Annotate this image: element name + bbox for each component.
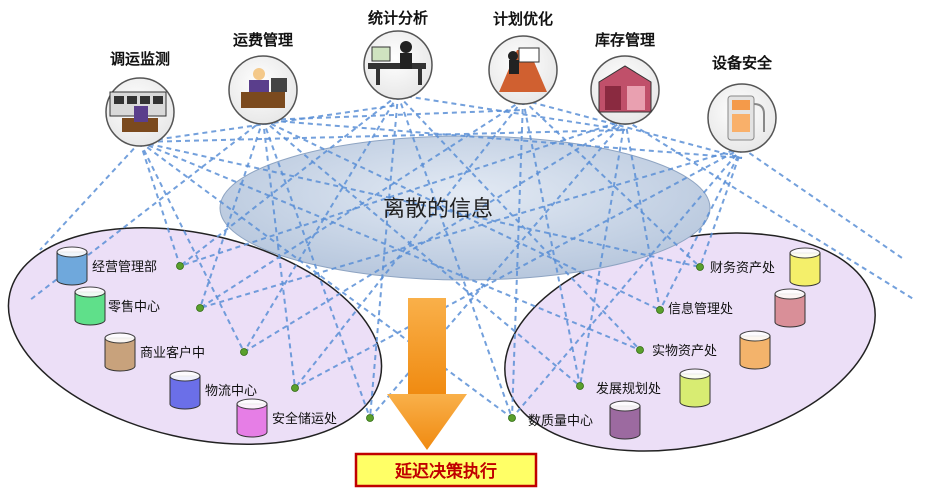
connection-line [397, 94, 641, 351]
planner-drawing-icon [499, 47, 547, 92]
database-cylinder-icon [679, 368, 711, 408]
system-plan: 计划优化 [488, 10, 558, 105]
system-label: 运费管理 [233, 31, 293, 49]
down-arrow [387, 298, 467, 450]
database-item: 数质量中心 [508, 400, 641, 440]
database-cylinder-icon [739, 330, 771, 370]
connection-line [397, 94, 626, 131]
database-cylinder-icon [56, 246, 88, 286]
system-label: 调运监测 [110, 50, 170, 68]
database-item: 安全储运处 [236, 398, 374, 438]
connection-line [262, 119, 581, 387]
system-stats: 统计分析 [363, 9, 433, 100]
database-item: 商业客户中 [104, 332, 248, 372]
connection-line [262, 109, 524, 121]
database-label: 零售中心 [108, 299, 160, 315]
database-item: 发展规划处 [576, 368, 711, 408]
system-label: 计划优化 [493, 10, 553, 28]
connection-line [199, 99, 524, 309]
connection-lines [29, 94, 916, 419]
database-item: 财务资产处 [696, 247, 821, 287]
connector-node [656, 306, 664, 314]
action-label: 延迟决策执行 [394, 461, 497, 482]
center-label: 离散的信息 [383, 197, 493, 222]
connection-line [139, 141, 641, 351]
connector-node [176, 262, 184, 270]
connection-line [294, 147, 743, 389]
connector-node [508, 414, 516, 422]
connection-line [139, 141, 701, 268]
connector-node [366, 414, 374, 422]
connector-node [240, 348, 248, 356]
connection-line [262, 119, 743, 159]
system-equipment: 设备安全 [707, 54, 777, 153]
database-label: 经营管理部 [92, 260, 157, 275]
connection-line [624, 119, 916, 301]
database-item: 物流中心 [169, 370, 299, 410]
system-inventory: 库存管理 [590, 31, 660, 125]
database-cylinder-icon [169, 370, 201, 410]
warehouse-shelves-icon [598, 65, 652, 113]
database-label: 信息管理处 [668, 301, 733, 317]
connector-node [576, 382, 584, 390]
connection-line [294, 99, 524, 389]
database-label: 物流中心 [205, 384, 257, 399]
connection-line [139, 141, 181, 267]
database-label: 发展规划处 [596, 381, 661, 397]
connection-line [243, 119, 626, 353]
connection-line [659, 147, 743, 311]
database-label: 商业客户中 [140, 345, 205, 361]
connector-node [696, 263, 704, 271]
database-label: 数质量中心 [528, 414, 593, 429]
connection-line [741, 147, 906, 261]
connector-node [291, 384, 299, 392]
connection-line [511, 99, 524, 419]
database-item: 经营管理部 [56, 246, 184, 286]
connection-line [199, 147, 743, 309]
system-label: 统计分析 [368, 9, 428, 27]
connection-line [262, 119, 661, 311]
system-transport: 运费管理 [228, 31, 298, 125]
connection-line [369, 94, 399, 419]
database-cylinder-icon [609, 400, 641, 440]
database-label: 财务资产处 [710, 260, 775, 276]
database-cylinder-icon [236, 398, 268, 438]
database-label: 实物资产处 [652, 344, 717, 359]
connection-line [522, 99, 743, 159]
database-cylinder-icon [774, 288, 806, 328]
database-item: 实物资产处 [636, 330, 771, 370]
connection-line [262, 119, 371, 419]
connection-line [179, 94, 399, 267]
system-label: 库存管理 [595, 31, 655, 49]
connection-line [179, 119, 626, 267]
connection-line [139, 141, 245, 353]
analyst-desk-icon [368, 41, 426, 85]
connector-node [636, 346, 644, 354]
monitoring-workstation-icon [109, 91, 167, 132]
connection-line [39, 141, 141, 251]
system-label: 设备安全 [712, 54, 773, 72]
database-cylinder-icon [74, 286, 106, 326]
connection-line [522, 99, 581, 387]
connector-node [196, 304, 204, 312]
database-item: 零售中心 [74, 286, 204, 326]
system-dispatch: 调运监测 [105, 50, 175, 147]
database-cylinder-icon [104, 332, 136, 372]
fuel-pump-icon [727, 95, 765, 141]
office-worker-icon [241, 68, 287, 108]
database-cylinder-icon [789, 247, 821, 287]
connection-line [397, 94, 513, 419]
connection-line [243, 94, 399, 353]
connection-line [699, 147, 743, 268]
database-item: 信息管理处 [656, 288, 806, 328]
connection-line [199, 119, 264, 309]
connection-line [522, 99, 701, 268]
database-label: 安全储运处 [272, 411, 337, 427]
action-box: 延迟决策执行 [354, 452, 538, 488]
